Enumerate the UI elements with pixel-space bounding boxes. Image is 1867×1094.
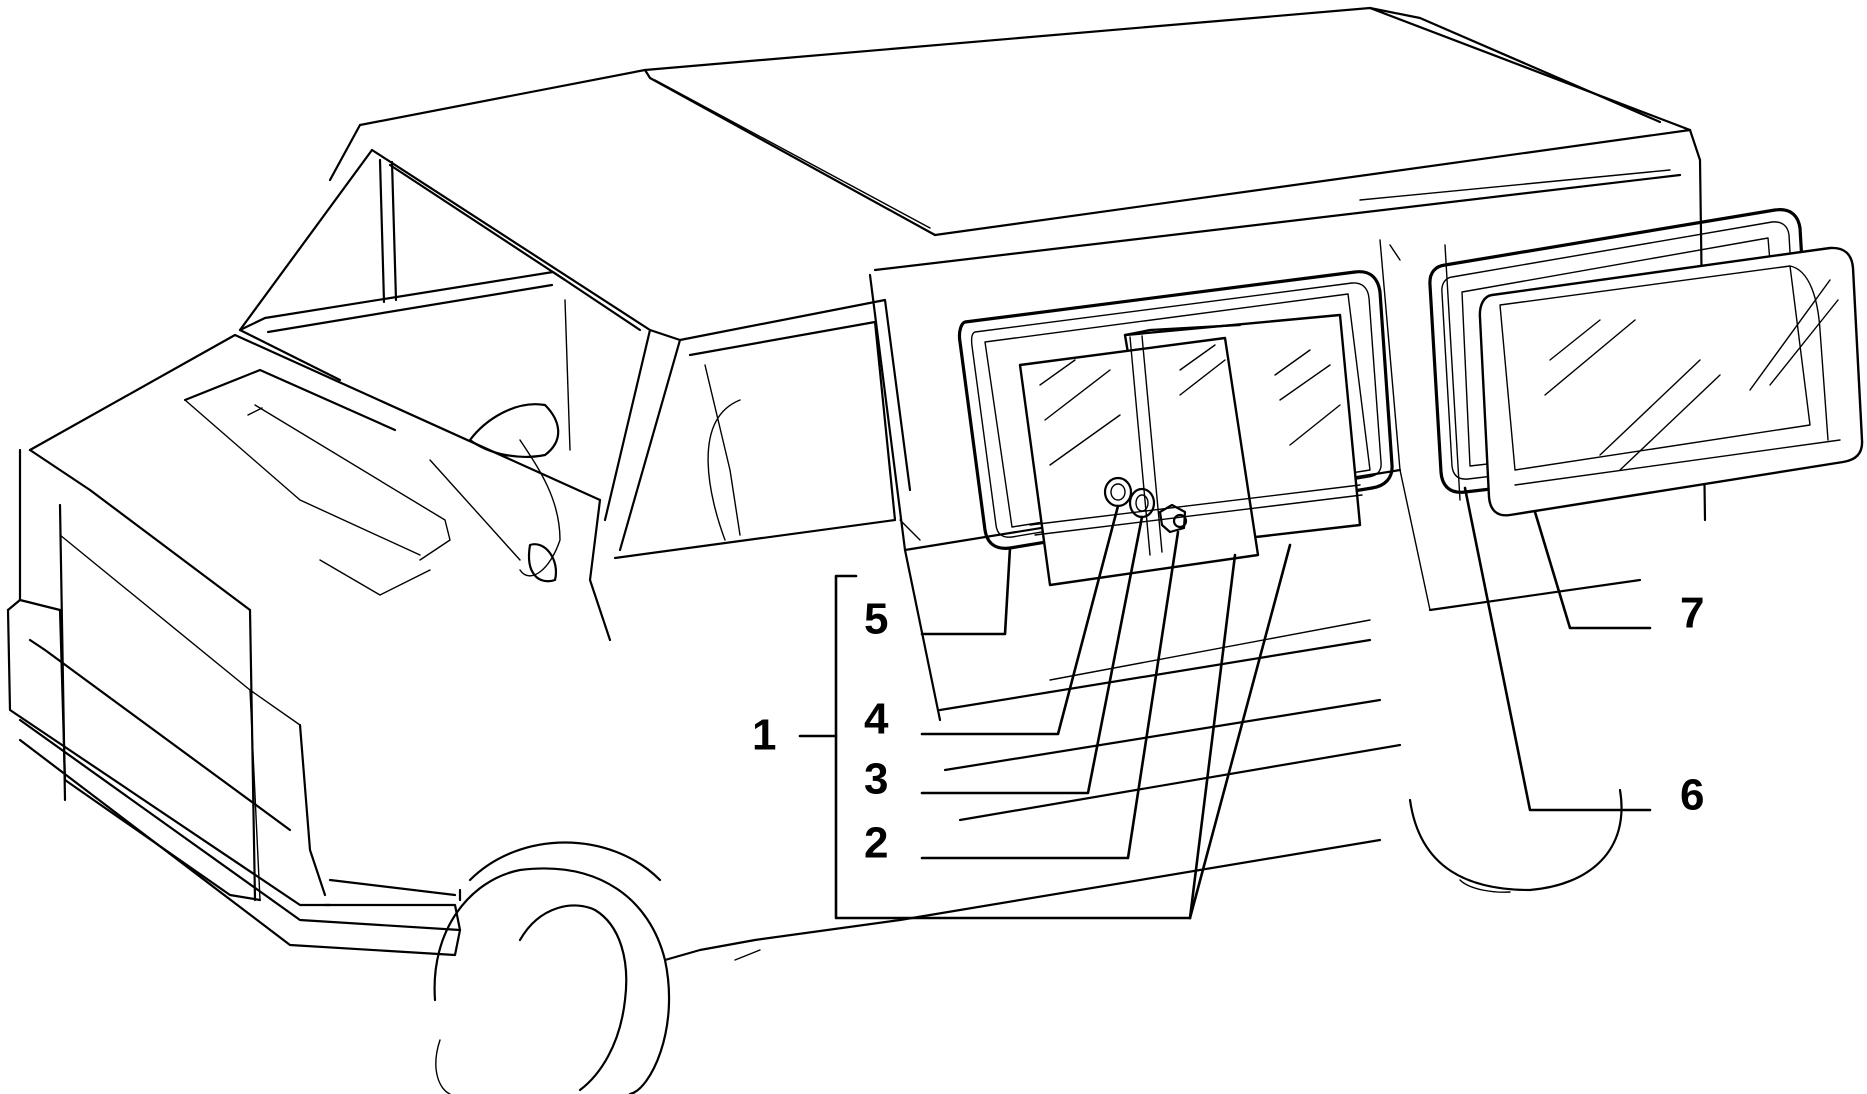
leader-lines: [798, 486, 1652, 920]
rear-fixed-window: [1428, 208, 1864, 517]
callout-3: 3: [864, 755, 888, 804]
callout-labels: 1 2 3 4 5 6 7: [752, 589, 1704, 868]
rear-window-glass: [1478, 246, 1864, 517]
outer-frame: [957, 270, 1394, 550]
callout-1: 1: [752, 711, 776, 760]
front-glass-pane: [1018, 336, 1260, 587]
sliding-window-assembly: [957, 270, 1394, 587]
callout-5: 5: [864, 595, 888, 644]
latch-knob-part-2: [1158, 503, 1187, 534]
callout-7: 7: [1680, 589, 1704, 638]
callout-2: 2: [864, 819, 888, 868]
callout-6: 6: [1680, 771, 1704, 820]
callout-4: 4: [864, 695, 889, 744]
van-body: [6, 6, 1707, 1094]
